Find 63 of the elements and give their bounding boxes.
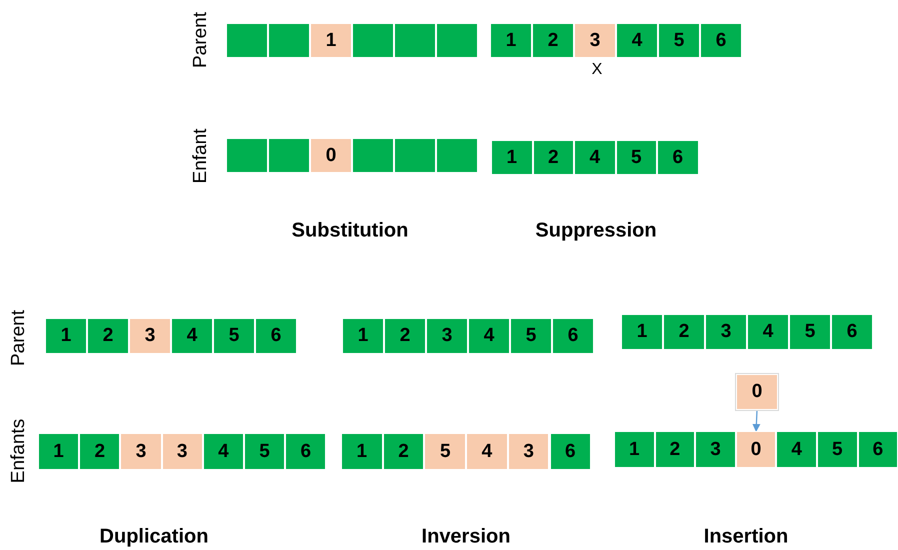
gene-cell: 1 xyxy=(310,23,352,58)
gene-cell: 6 xyxy=(285,433,326,470)
gene-cell: 0 xyxy=(736,374,778,410)
gene-cell: 3 xyxy=(120,433,162,470)
gene-cell: 5 xyxy=(510,318,552,354)
gene-cell: 4 xyxy=(202,433,244,470)
gene-cell: 2 xyxy=(663,314,705,350)
gene-cell: 3 xyxy=(426,318,468,354)
gene-cell: 6 xyxy=(700,23,742,58)
panel-title: Suppression xyxy=(535,220,657,242)
gene-cell: 2 xyxy=(384,318,426,354)
deletion-mark: X xyxy=(592,61,602,79)
panel-title: Substitution xyxy=(292,220,408,242)
gene-cell: 5 xyxy=(424,433,466,470)
gene-cell: 5 xyxy=(616,140,657,175)
gene-cell: 1 xyxy=(342,318,384,354)
gene-cell: 0 xyxy=(736,431,776,468)
row-label: Enfant xyxy=(190,128,212,184)
panel-title: Inversion xyxy=(422,526,510,548)
gene-cell: 2 xyxy=(79,433,120,470)
gene-cell: 2 xyxy=(654,431,696,468)
gene-cell: 1 xyxy=(38,433,80,470)
gene-cell: 5 xyxy=(213,318,255,354)
gene-cell: 3 xyxy=(129,318,171,354)
gene-cell: 0 xyxy=(310,138,352,173)
gene-cell: 1 xyxy=(341,433,383,470)
gene-cell: 5 xyxy=(817,431,858,468)
row-label: Parent xyxy=(190,12,212,68)
gene-cell: 4 xyxy=(574,140,616,175)
gene-cell: 4 xyxy=(616,23,658,58)
gene-cell: 6 xyxy=(552,318,594,354)
gene-cell: 6 xyxy=(657,140,698,175)
gene-cell: 4 xyxy=(466,433,508,470)
gene-cell: 2 xyxy=(532,23,574,58)
gene-cell: 2 xyxy=(382,433,424,470)
gene-cell: 5 xyxy=(658,23,700,58)
gene-cell: 3 xyxy=(162,433,203,470)
gene-cell: 4 xyxy=(747,314,789,350)
panel-title: Insertion xyxy=(704,526,788,548)
gene-cell: 6 xyxy=(255,318,297,354)
panel-title: Duplication xyxy=(100,526,208,548)
row-label: Enfants xyxy=(8,418,30,484)
gene-cell: 4 xyxy=(776,431,817,468)
gene-cell: 2 xyxy=(532,140,574,175)
gene-cell: 1 xyxy=(491,140,532,175)
gene-cell: 6 xyxy=(550,433,592,470)
gene-cell: 5 xyxy=(789,314,831,350)
row-label: Parent xyxy=(8,310,30,366)
gene-cell: 3 xyxy=(695,431,736,468)
gene-cell: 2 xyxy=(87,318,129,354)
gene-cell: 6 xyxy=(831,314,873,350)
arrow xyxy=(752,410,760,432)
gene-cell: 1 xyxy=(621,314,663,350)
gene-cell: 6 xyxy=(858,431,898,468)
gene-cell: 3 xyxy=(508,433,550,470)
gene-cell: 1 xyxy=(45,318,87,354)
gene-cell: 4 xyxy=(468,318,510,354)
gene-cell: 5 xyxy=(244,433,286,470)
gene-cell: 1 xyxy=(490,23,532,58)
gene-cell: 3 xyxy=(705,314,747,350)
gene-cell: 4 xyxy=(171,318,213,354)
gene-cell: 3 xyxy=(574,23,616,58)
gene-cell: 1 xyxy=(614,431,655,468)
